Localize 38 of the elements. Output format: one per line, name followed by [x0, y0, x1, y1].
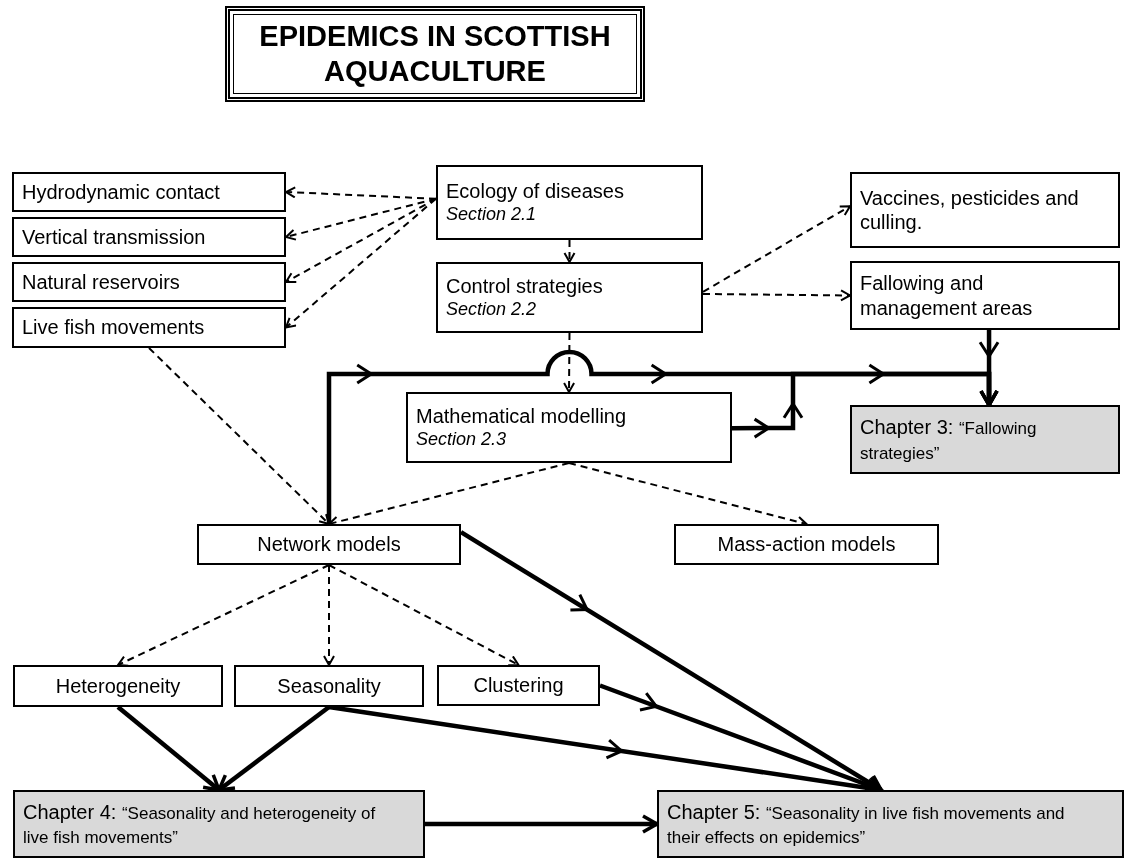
node-label: Natural reservoirs [22, 269, 180, 295]
chapter-text: Chapter 5: “Seasonality in live fish movements and their effects on epidemics” [667, 799, 1066, 849]
topic-box [12, 262, 286, 302]
node-label: Mathematical modelling [416, 404, 627, 429]
section-reference: Section 2.2 [446, 298, 537, 321]
node-label: Ecology of diseases [446, 179, 624, 204]
chapter-text: Chapter 4: “Seasonality and heterogeneity of live fish movements” [23, 799, 377, 849]
topic-box [437, 665, 600, 706]
topic-box [234, 665, 424, 707]
node-label: Seasonality [277, 673, 381, 699]
topic-box [197, 524, 461, 565]
node-label: Vaccines, pesticides and culling. [860, 185, 1080, 235]
chapter-box [850, 405, 1120, 474]
node-label: Hydrodynamic contact [22, 179, 220, 205]
node-label: Heterogeneity [55, 673, 181, 699]
chapter-box [657, 790, 1124, 858]
topic-box [12, 172, 286, 212]
topic-box [406, 392, 732, 463]
node-label: Mass-action models [717, 532, 896, 557]
topic-box [850, 172, 1120, 248]
topic-box [12, 307, 286, 348]
topic-box [674, 524, 939, 565]
node-label: Fallowing and management areas [860, 271, 1034, 320]
topic-box [436, 262, 703, 333]
node-label: Control strategies [446, 274, 603, 299]
title: EPIDEMICS IN SCOTTISH AQUACULTURE [225, 6, 645, 102]
node-label: Network models [257, 532, 401, 557]
topic-box [436, 165, 703, 240]
chapter-box [13, 790, 425, 858]
section-reference: Section 2.1 [446, 203, 537, 226]
node-label: Vertical transmission [22, 224, 206, 250]
section-reference: Section 2.3 [416, 428, 507, 451]
topic-box [850, 261, 1120, 330]
node-label: Live fish movements [22, 315, 205, 340]
topic-box [13, 665, 223, 707]
chapter-text: Chapter 3: “Fallowing strategies” [860, 415, 1038, 464]
topic-box [12, 217, 286, 257]
node-label: Clustering [473, 673, 564, 698]
